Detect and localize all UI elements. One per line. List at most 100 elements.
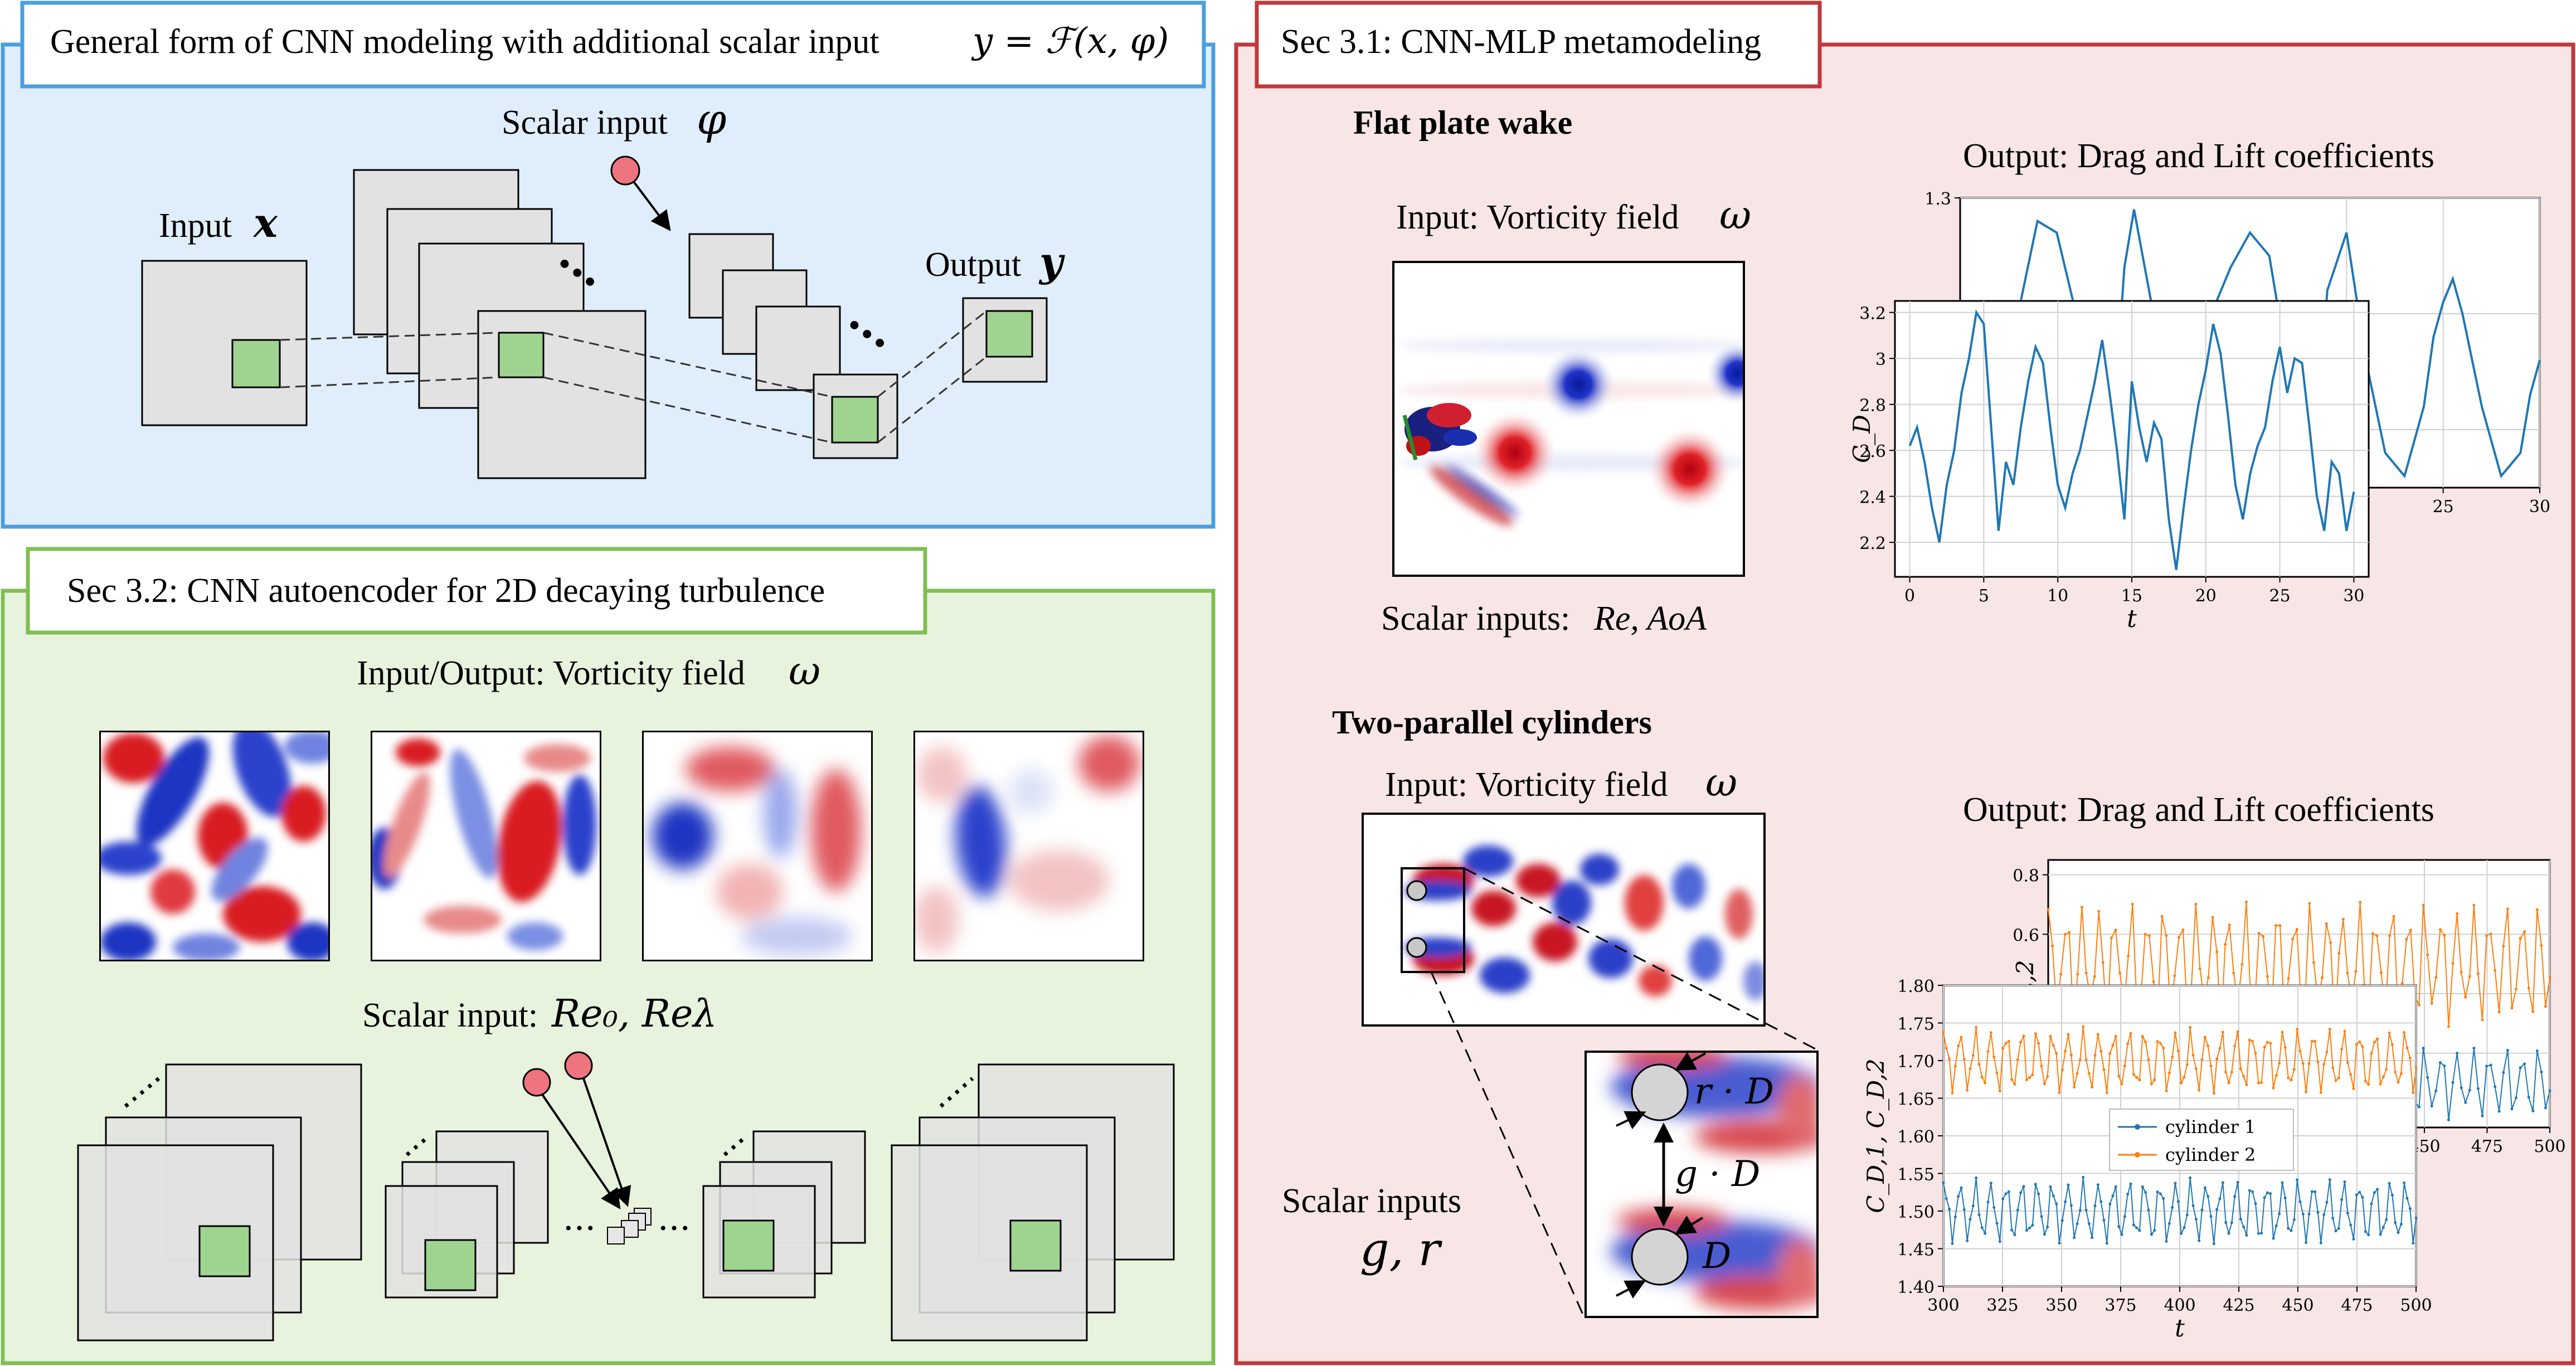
series-point-1 bbox=[2426, 1076, 2429, 1079]
series-point-1 bbox=[2031, 1223, 2034, 1227]
series-point-2 bbox=[2212, 1092, 2215, 1095]
series-point-2 bbox=[2227, 1081, 2230, 1085]
series-point-2 bbox=[2165, 1089, 2168, 1092]
series-point-2 bbox=[2527, 986, 2530, 990]
series-point-2 bbox=[2147, 1058, 2150, 1061]
series-point-1 bbox=[2132, 1223, 2135, 1227]
series-point-1 bbox=[2108, 1202, 2112, 1205]
series-point-2 bbox=[2295, 927, 2298, 931]
series-point-2 bbox=[2373, 1041, 2376, 1044]
series-line-2 bbox=[1943, 1027, 2417, 1093]
series-point-1 bbox=[2349, 1223, 2353, 1227]
series-point-1 bbox=[2141, 1185, 2144, 1189]
tick-label-x: 25 bbox=[2433, 497, 2454, 517]
tick-label-x: 475 bbox=[2471, 1137, 2503, 1156]
series-point-2 bbox=[2031, 1073, 2034, 1076]
series-point-2 bbox=[2209, 1064, 2213, 1068]
series-point-2 bbox=[2135, 1076, 2138, 1079]
series-point-1 bbox=[2316, 1211, 2320, 1214]
series-point-2 bbox=[2198, 967, 2201, 970]
series-point-2 bbox=[2422, 903, 2425, 907]
series-point-1 bbox=[2102, 1218, 2106, 1222]
series-point-2 bbox=[2485, 934, 2488, 937]
series-point-2 bbox=[2073, 1086, 2076, 1089]
series-point-2 bbox=[2468, 975, 2471, 978]
series-point-1 bbox=[2352, 1237, 2355, 1241]
series-point-1 bbox=[2502, 1071, 2505, 1074]
series-point-1 bbox=[1962, 1208, 1966, 1211]
series-point-1 bbox=[2183, 1226, 2186, 1229]
series-point-2 bbox=[2110, 936, 2113, 940]
series-point-2 bbox=[2108, 1052, 2112, 1055]
series-point-2 bbox=[2215, 1057, 2219, 1061]
series-point-2 bbox=[2263, 1046, 2266, 1049]
series-point-2 bbox=[2514, 988, 2517, 991]
series-point-2 bbox=[2381, 1075, 2385, 1078]
series-point-2 bbox=[2394, 1071, 2397, 1074]
series-point-2 bbox=[2189, 1025, 2192, 1029]
series-point-1 bbox=[2028, 1226, 2031, 1229]
series-point-1 bbox=[2460, 1086, 2463, 1090]
tick-label-x: 5 bbox=[1979, 586, 1989, 606]
series-line-1 bbox=[1908, 309, 2355, 570]
series-point-1 bbox=[2200, 1208, 2204, 1212]
ae-dots-1 bbox=[124, 1077, 161, 1108]
series-point-2 bbox=[2305, 1090, 2308, 1093]
series-point-2 bbox=[1975, 1025, 1978, 1029]
series-point-2 bbox=[2203, 1036, 2206, 1039]
series-point-1 bbox=[2266, 1191, 2269, 1194]
tick-label-x: 350 bbox=[2045, 1296, 2077, 1315]
series-point-1 bbox=[2519, 1066, 2522, 1070]
series-line-2 bbox=[2048, 902, 2550, 1029]
series-point-2 bbox=[2167, 1071, 2171, 1075]
series-point-2 bbox=[2340, 1048, 2344, 1051]
connection-lines bbox=[279, 310, 987, 444]
series-point-2 bbox=[2200, 1058, 2204, 1061]
series-point-1 bbox=[2082, 1175, 2085, 1179]
series-point-2 bbox=[2129, 1032, 2132, 1035]
tick-label-y: 1.80 bbox=[1897, 977, 1935, 996]
series-point-1 bbox=[2394, 1221, 2397, 1224]
series-point-2 bbox=[2337, 951, 2341, 955]
series-point-1 bbox=[2346, 1212, 2349, 1215]
series-point-1 bbox=[2397, 1231, 2400, 1234]
series-point-2 bbox=[2290, 1078, 2293, 1082]
series-point-2 bbox=[2206, 976, 2210, 979]
series-point-2 bbox=[2414, 1066, 2418, 1069]
series-point-2 bbox=[2183, 1076, 2186, 1079]
series-point-2 bbox=[2399, 1072, 2403, 1075]
axis-label-x: t bbox=[2175, 1314, 2185, 1343]
series-point-2 bbox=[2409, 929, 2412, 932]
series-point-2 bbox=[2160, 915, 2164, 918]
zoom-cylinder-1 bbox=[1631, 1063, 1689, 1121]
series-point-2 bbox=[2165, 934, 2168, 937]
series-point-2 bbox=[2266, 1041, 2269, 1044]
series-point-2 bbox=[2301, 1062, 2305, 1065]
series-point-1 bbox=[2370, 1202, 2373, 1205]
series-point-1 bbox=[2144, 1190, 2147, 1194]
series-point-2 bbox=[2013, 1082, 2016, 1086]
legend-marker bbox=[2135, 1124, 2140, 1130]
axis-label-x: t bbox=[2127, 605, 2137, 633]
series-point-2 bbox=[2281, 1030, 2284, 1034]
series-point-1 bbox=[2430, 1105, 2433, 1108]
tick-label-y: 1.75 bbox=[1897, 1015, 1935, 1034]
series-point-1 bbox=[1971, 1204, 1975, 1208]
series-point-2 bbox=[2232, 971, 2235, 975]
series-point-2 bbox=[2321, 976, 2324, 979]
series-point-1 bbox=[2052, 1194, 2055, 1198]
series-point-2 bbox=[1984, 1081, 1987, 1085]
series-point-2 bbox=[2476, 972, 2480, 975]
series-point-2 bbox=[2371, 932, 2374, 935]
flat-plate-scalar-symbols: Re, AoA bbox=[1593, 600, 1707, 638]
scalar-input-symbol: φ bbox=[697, 94, 726, 144]
tick-label-x: 25 bbox=[2269, 586, 2291, 606]
series-point-2 bbox=[2325, 1051, 2329, 1054]
series-point-1 bbox=[2007, 1190, 2010, 1193]
series-point-2 bbox=[2464, 996, 2467, 999]
series-point-2 bbox=[1948, 1057, 1951, 1061]
series-point-2 bbox=[2126, 1042, 2130, 1046]
series-point-1 bbox=[2043, 1233, 2046, 1236]
series-point-2 bbox=[2278, 1062, 2281, 1065]
